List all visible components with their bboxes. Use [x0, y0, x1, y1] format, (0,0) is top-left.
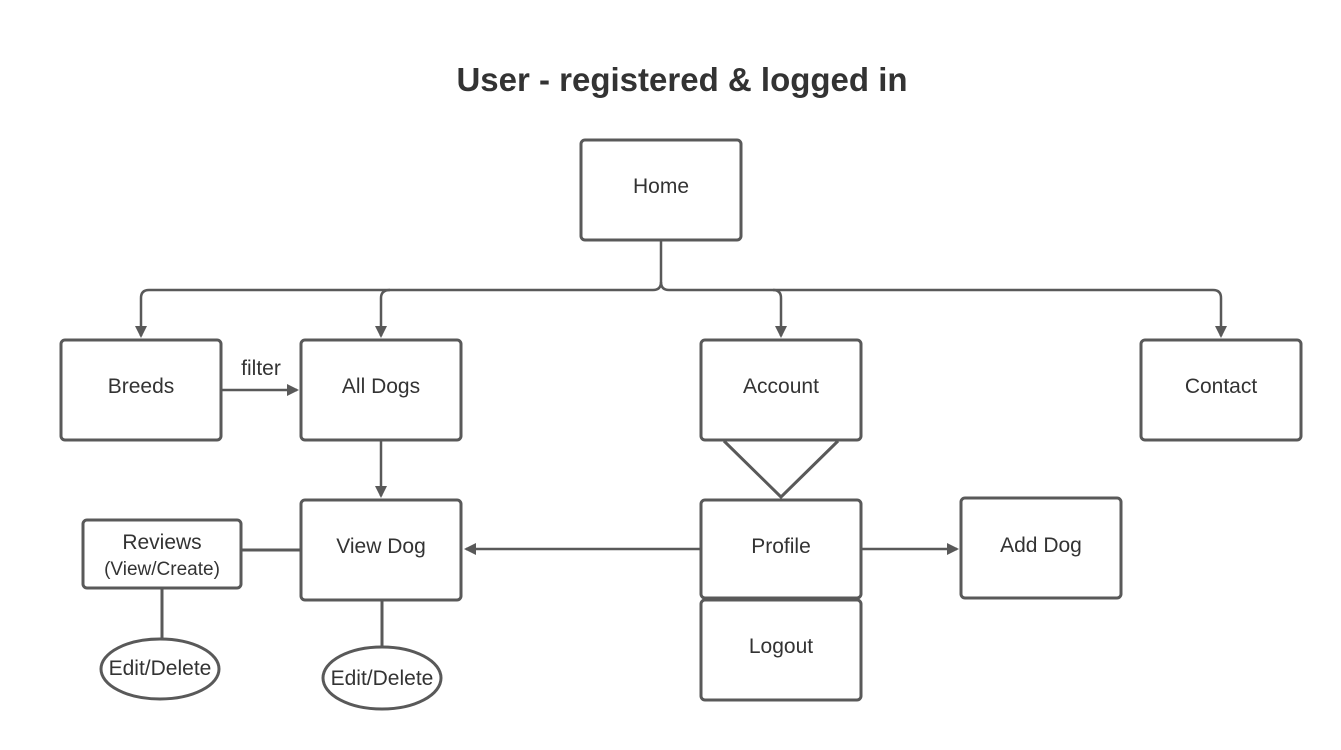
- node-home: Home: [579, 138, 743, 242]
- edges: filter: [135, 241, 1227, 648]
- node-view-dog-edit-delete-label: Edit/Delete: [331, 667, 434, 690]
- node-contact-label: Contact: [1185, 375, 1258, 398]
- edge-home-trunk: [135, 241, 663, 338]
- edge-label-filter: filter: [241, 357, 281, 380]
- node-reviews-edit-delete: Edit/Delete: [99, 637, 221, 701]
- node-view-dog: View Dog: [299, 498, 463, 602]
- node-reviews: Reviews (View/Create): [81, 518, 243, 590]
- node-all-dogs-label: All Dogs: [342, 375, 420, 398]
- node-reviews-sublabel: (View/Create): [104, 559, 220, 580]
- node-breeds: Breeds: [59, 338, 223, 442]
- node-contact: Contact: [1139, 338, 1303, 442]
- node-breeds-label: Breeds: [108, 375, 175, 398]
- node-logout-label: Logout: [749, 635, 813, 658]
- node-reviews-label: Reviews: [122, 531, 201, 554]
- node-profile-label: Profile: [751, 535, 811, 558]
- edge-home-to-contact: [773, 288, 1227, 338]
- node-logout: Logout: [699, 598, 863, 702]
- diagram-title: User - registered & logged in: [456, 61, 907, 98]
- edge-home-to-account: [659, 281, 787, 338]
- node-add-dog-label: Add Dog: [1000, 534, 1082, 557]
- edge-account-to-profile: [722, 439, 840, 500]
- node-view-dog-edit-delete: Edit/Delete: [321, 645, 443, 711]
- node-add-dog: Add Dog: [959, 496, 1123, 600]
- node-view-dog-label: View Dog: [336, 535, 426, 558]
- node-profile: Profile: [699, 498, 863, 600]
- edge-home-to-all-dogs: [375, 288, 391, 338]
- node-account: Account: [699, 338, 863, 442]
- node-account-label: Account: [743, 375, 819, 398]
- node-reviews-edit-delete-label: Edit/Delete: [109, 657, 212, 680]
- node-all-dogs: All Dogs: [299, 338, 463, 442]
- node-home-label: Home: [633, 175, 689, 198]
